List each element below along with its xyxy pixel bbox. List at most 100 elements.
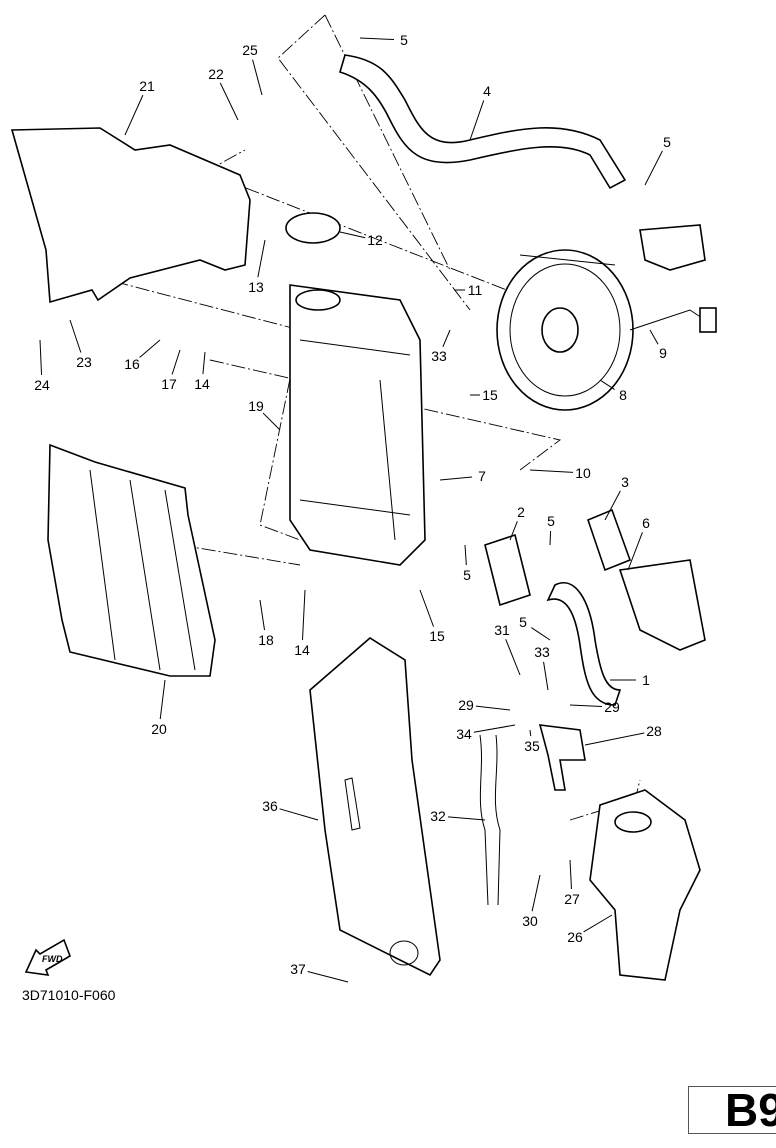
callout-8: 8	[619, 387, 627, 403]
leader-line	[139, 339, 161, 358]
leader-line	[627, 532, 643, 571]
leader-line	[257, 239, 266, 278]
leader-line	[259, 599, 266, 631]
leader-line	[159, 679, 166, 720]
leader-line	[644, 150, 663, 186]
callout-15: 15	[482, 387, 498, 403]
radiator-shroud-21	[10, 127, 251, 304]
leader-line	[475, 705, 511, 711]
callout-2: 2	[517, 504, 525, 520]
hose-3	[587, 508, 632, 572]
leader-line	[599, 379, 615, 390]
callout-24: 24	[34, 377, 50, 393]
callout-16: 16	[124, 356, 140, 372]
leader-line	[543, 661, 549, 691]
leader-line	[549, 530, 552, 546]
callout-25: 25	[242, 42, 258, 58]
leader-line	[252, 59, 263, 96]
callout-9: 9	[659, 345, 667, 361]
callout-29: 29	[458, 697, 474, 713]
leader-line	[39, 339, 43, 376]
leader-line	[262, 412, 281, 431]
leader-line	[584, 732, 645, 746]
callout-5: 5	[519, 614, 527, 630]
leader-line	[529, 729, 532, 737]
leader-line	[202, 351, 206, 375]
callout-33: 33	[534, 644, 550, 660]
callout-23: 23	[76, 354, 92, 370]
callout-14: 14	[194, 376, 210, 392]
callout-14: 14	[294, 642, 310, 658]
cooling-fan-8	[496, 249, 717, 411]
leader-line	[124, 94, 144, 136]
radiator-louver-20	[47, 443, 216, 677]
leader-lines	[39, 37, 663, 983]
upper-hose-4	[339, 54, 627, 190]
callout-21: 21	[139, 78, 155, 94]
callout-33: 33	[431, 348, 447, 364]
leader-line	[569, 859, 572, 890]
leader-line	[469, 100, 485, 141]
callout-17: 17	[161, 376, 177, 392]
leader-line	[339, 231, 366, 239]
callout-15: 15	[429, 628, 445, 644]
leader-line	[419, 589, 435, 627]
leader-line	[531, 874, 541, 912]
callout-18: 18	[258, 632, 274, 648]
callout-5: 5	[400, 32, 408, 48]
callout-26: 26	[567, 929, 583, 945]
leader-line	[442, 329, 451, 347]
callout-35: 35	[524, 738, 540, 754]
leader-line	[649, 329, 659, 345]
leader-line	[307, 971, 349, 983]
page-reference: B9	[725, 1086, 776, 1134]
leader-line	[359, 37, 395, 41]
callout-5: 5	[547, 513, 555, 529]
leader-line	[439, 476, 473, 481]
callout-10: 10	[575, 465, 591, 481]
leader-line	[279, 808, 319, 821]
leader-line	[529, 469, 574, 473]
callout-5: 5	[463, 567, 471, 583]
hose-2	[484, 533, 531, 607]
fwd-label: FWD	[42, 954, 63, 964]
radiator-cap-12	[285, 212, 341, 244]
callout-19: 19	[248, 398, 264, 414]
leader-line	[219, 82, 239, 121]
leader-line	[604, 490, 621, 521]
leader-line	[447, 816, 486, 821]
page-reference-box: B9	[688, 1086, 776, 1134]
callout-20: 20	[151, 721, 167, 737]
callout-6: 6	[642, 515, 650, 531]
leader-line	[583, 914, 613, 933]
leader-line	[69, 319, 82, 353]
leader-line	[464, 544, 467, 566]
leader-line	[302, 589, 306, 641]
radiator	[289, 284, 426, 566]
side-cover-36	[309, 637, 441, 977]
callout-28: 28	[646, 723, 662, 739]
hose-1	[546, 582, 622, 706]
callout-5: 5	[663, 134, 671, 150]
diagram-code: 3D71010-F060	[22, 987, 116, 1003]
callout-32: 32	[430, 808, 446, 824]
leader-line	[531, 627, 551, 641]
pipe-32	[479, 734, 501, 906]
leader-line	[569, 704, 603, 708]
callout-11: 11	[468, 282, 483, 298]
callout-29: 29	[604, 699, 620, 715]
reservoir-tank-26	[589, 789, 701, 981]
callout-13: 13	[248, 279, 264, 295]
callout-3: 3	[621, 474, 629, 490]
leader-line	[171, 349, 181, 375]
callout-4: 4	[483, 83, 491, 99]
callout-31: 31	[494, 622, 510, 638]
callout-37: 37	[290, 961, 306, 977]
callout-7: 7	[478, 468, 486, 484]
callout-12: 12	[367, 232, 383, 248]
leader-line	[509, 521, 518, 541]
callout-1: 1	[642, 672, 650, 688]
fwd-arrow-icon	[24, 938, 71, 976]
